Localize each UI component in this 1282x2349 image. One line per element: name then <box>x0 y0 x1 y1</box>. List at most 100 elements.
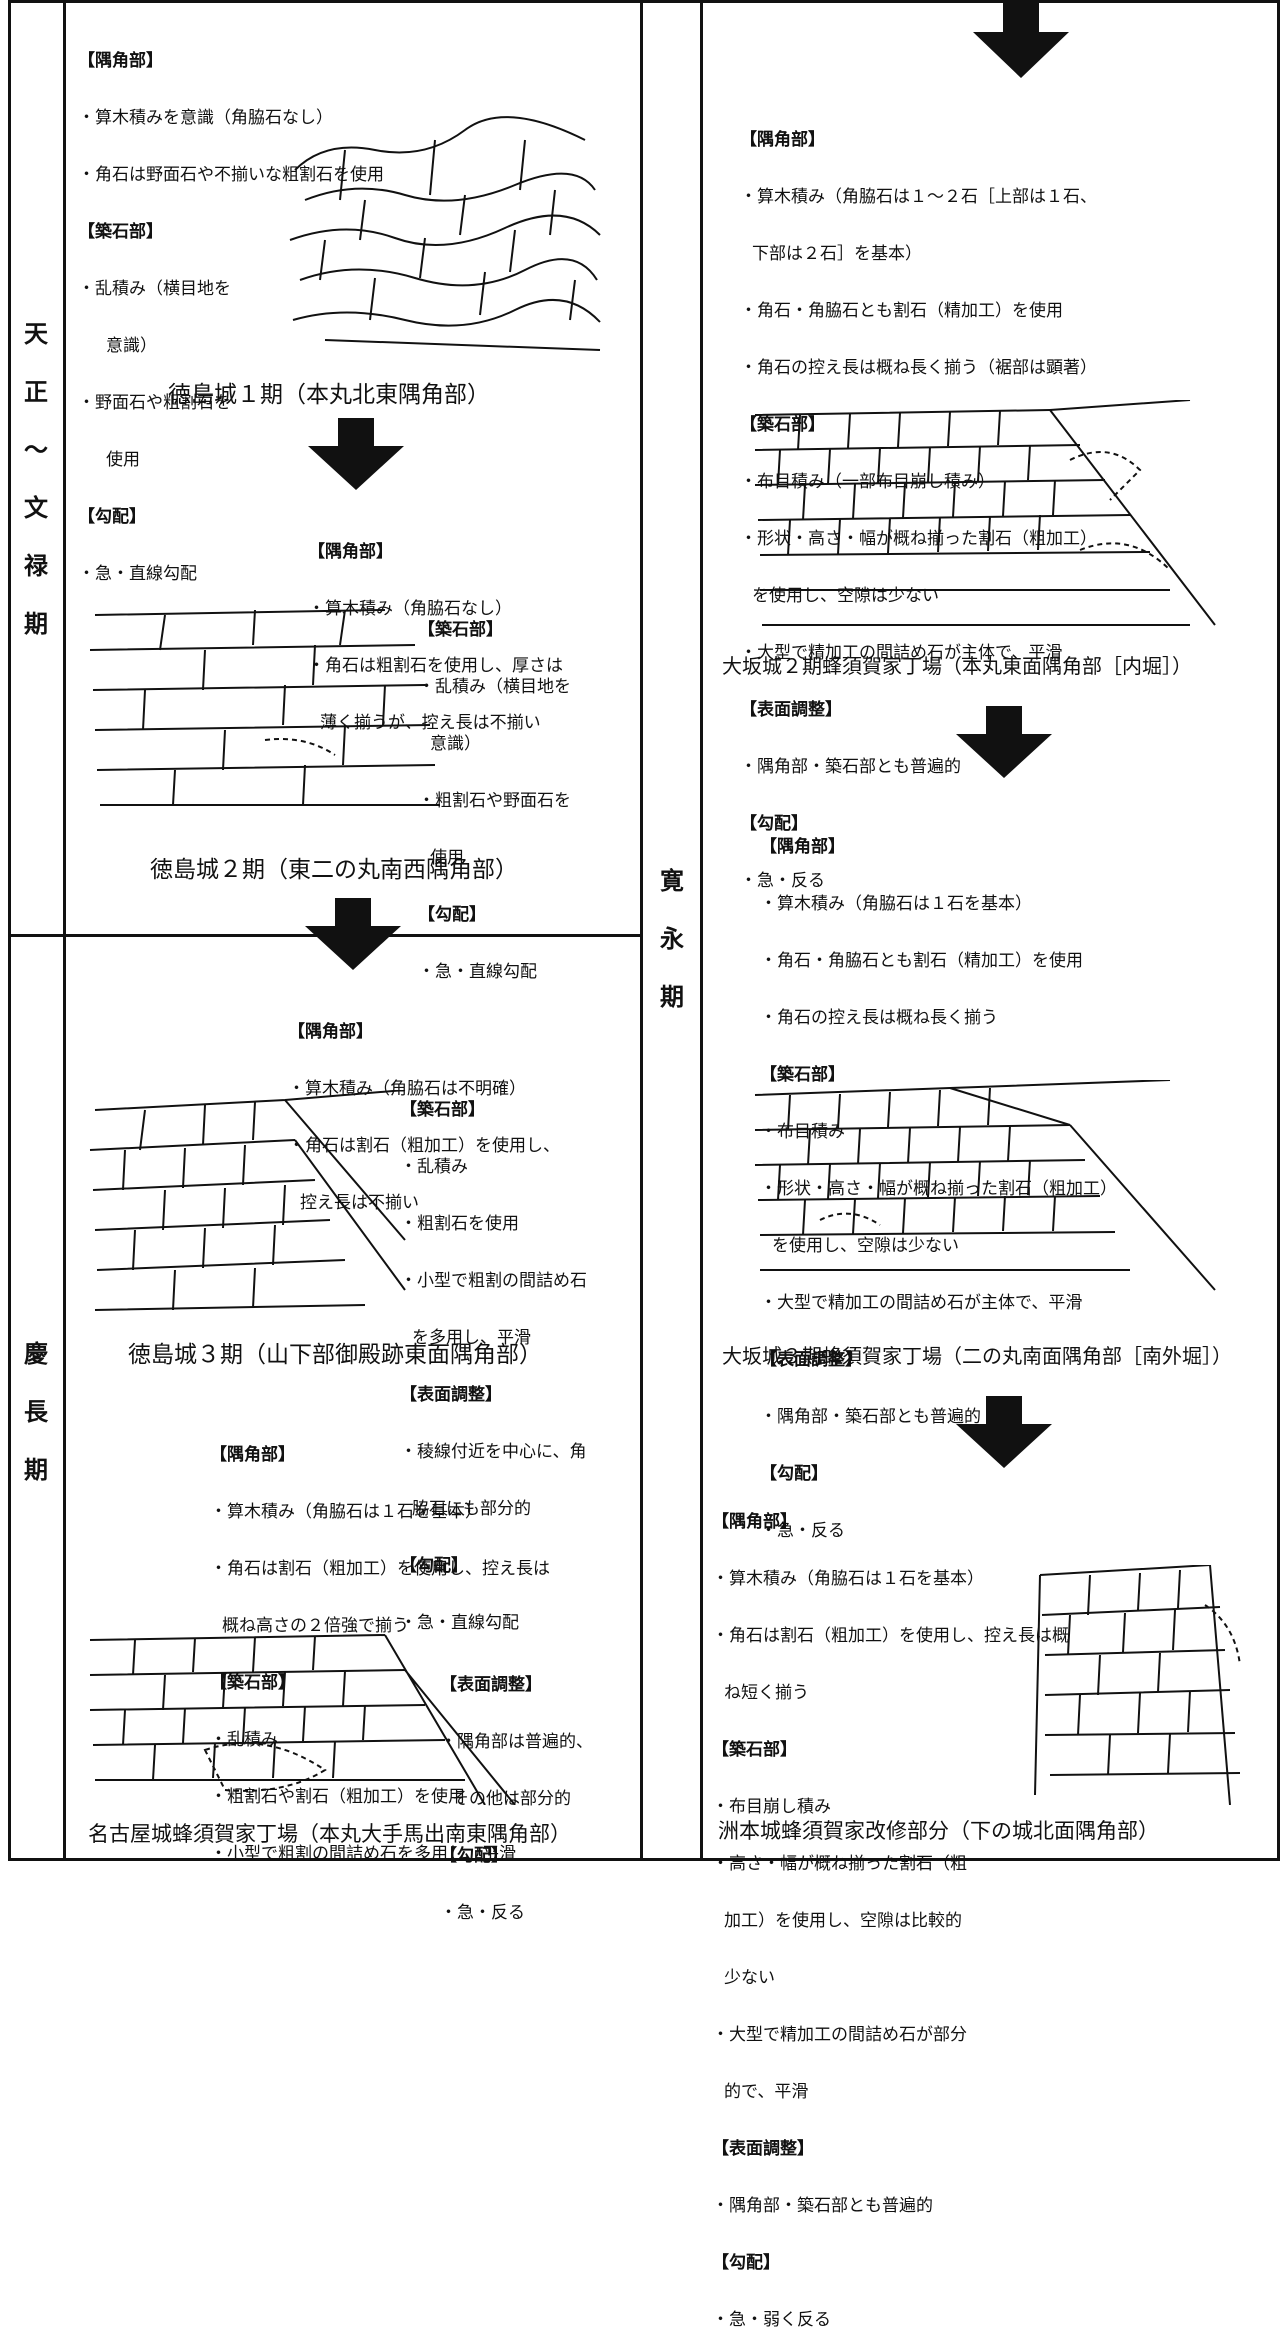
stone-wall-drawing <box>89 1634 516 1805</box>
note-line: 【隅角部】 <box>288 1022 373 1042</box>
stone-wall-drawing <box>289 116 601 351</box>
note-line: ・形状・高さ・幅が概ね揃った割石（粗加工） <box>740 529 1097 549</box>
period-tensho-bunroku: 天 正 〜 文 禄 期 <box>14 305 58 653</box>
period-char: 永 <box>660 924 684 953</box>
panel-6-notes: 【隅角部】 ・算木積み（角脇石は１石を基本） ・角石・角脇石とも割石（精加工）を… <box>760 800 1117 1560</box>
note-line: ・布目積み <box>760 1122 845 1142</box>
panel-3-notes-secondary: 【築石部】 ・乱積み ・粗割石を使用 ・小型で粗割の間詰め石 を多用し、平滑 【… <box>400 1063 587 1652</box>
note-line: ・急・直線勾配 <box>78 564 197 584</box>
note-line: ・布目崩し積み <box>712 1797 831 1817</box>
note-line: その他は部分的 <box>452 1789 571 1809</box>
note-line: ・算木積み（角脇石は不明確） <box>288 1079 526 1099</box>
stone-wall-drawing <box>1034 1565 1241 1805</box>
period-char: 〜 <box>24 435 48 464</box>
note-line: ・隅角部は普遍的、 <box>440 1732 593 1752</box>
note-line: ・乱積み <box>400 1157 468 1177</box>
note-line: 【築石部】 <box>418 620 503 640</box>
note-line: 【勾配】 <box>400 1556 468 1576</box>
note-line: 【勾配】 <box>760 1464 828 1484</box>
note-line: 【築石部】 <box>78 222 163 242</box>
figure-caption: 徳島城３期（山下部御殿跡東面隅角部） <box>128 1342 542 1368</box>
note-line: 下部は２石］を基本） <box>752 244 922 264</box>
stone-wall-drawing <box>89 609 440 806</box>
stone-wall-drawing <box>754 400 1216 626</box>
note-line: ・高さ・幅が概ね揃った割石（粗 <box>712 1854 967 1874</box>
note-line: 【表面調整】 <box>740 700 842 720</box>
period-char: 長 <box>24 1397 48 1426</box>
note-line: 【勾配】 <box>78 507 146 527</box>
panel-3-notes: 【隅角部】 ・算木積み（角脇石は不明確） ・角石は割石（粗加工）を使用し、 控え… <box>288 985 560 1232</box>
note-line: 【表面調整】 <box>400 1385 502 1405</box>
stone-wall-drawing <box>89 1090 406 1311</box>
center-divider-right <box>700 0 703 1861</box>
note-line: ・角石の控え長は概ね長く揃う（裾部は顕著） <box>740 358 1097 378</box>
note-line: ・角石は割石（粗加工）を使用し、控え長は概 <box>712 1626 1069 1646</box>
note-line: 【表面調整】 <box>712 2139 814 2159</box>
note-line: 【勾配】 <box>418 905 486 925</box>
center-divider-left <box>640 0 643 1861</box>
note-line: ・粗割石や割石（粗加工）を使用 <box>210 1787 465 1807</box>
period-kanei: 寛 永 期 <box>646 852 698 1026</box>
period-char: 期 <box>24 1455 48 1484</box>
note-line: 【築石部】 <box>760 1065 845 1085</box>
note-line: ・算木積み（角脇石は１石を基本） <box>760 894 1032 914</box>
note-line: 【隅角部】 <box>308 542 393 562</box>
note-line: 【築石部】 <box>400 1100 485 1120</box>
figure-caption: 徳島城１期（本丸北東隅角部） <box>168 382 490 408</box>
note-line: ・急・反る <box>740 871 825 891</box>
note-line: ・稜線付近を中心に、角 <box>400 1442 587 1462</box>
down-arrow-icon <box>956 706 1052 778</box>
note-line: ・乱積み（横目地を <box>78 279 231 299</box>
note-line: ・角石の控え長は概ね長く揃う <box>760 1008 998 1028</box>
note-line: ね短く揃う <box>724 1683 809 1703</box>
note-line: ・急・弱く反る <box>712 2310 831 2330</box>
panel-1-notes: 【隅角部】 ・算木積みを意識（角脇石なし） ・角石は野面石や不揃いな粗割石を使用… <box>78 14 384 603</box>
note-line: ・隅角部・築石部とも普遍的 <box>760 1407 981 1427</box>
period-char: 期 <box>660 982 684 1011</box>
period-char: 文 <box>24 493 48 522</box>
figure-caption: 徳島城２期（東二の丸南西隅角部） <box>150 857 518 883</box>
note-line: 【表面調整】 <box>760 1350 862 1370</box>
panel-4-notes: 【隅角部】 ・算木積み（角脇石は１石を基本） ・角石は割石（粗加工）を使用し、控… <box>210 1408 550 1883</box>
note-line: ・角石は割石（粗加工）を使用し、控え長は <box>210 1559 550 1579</box>
note-line: ・算木積み（角脇石は１石を基本） <box>712 1569 984 1589</box>
period-char: 禄 <box>24 551 48 580</box>
note-line: 【勾配】 <box>712 2253 780 2273</box>
note-line: ・粗割石や野面石を <box>418 791 571 811</box>
note-line: ・布目積み（一部布目崩し積み） <box>740 472 995 492</box>
panel-7-notes: 【隅角部】 ・算木積み（角脇石は１石を基本） ・角石は割石（粗加工）を使用し、控… <box>712 1475 1069 2349</box>
note-line: ・大型で精加工の間詰め石が主体で、平滑 <box>760 1293 1083 1313</box>
note-line: 【築石部】 <box>210 1673 295 1693</box>
note-line: 【勾配】 <box>440 1846 508 1866</box>
note-line: ・急・反る <box>760 1521 845 1541</box>
note-line: ・隅角部・築石部とも普遍的 <box>712 2196 933 2216</box>
note-line: 概ね高さの２倍強で揃う <box>222 1616 409 1636</box>
outer-frame <box>8 0 1280 1861</box>
note-line: 【隅角部】 <box>760 837 845 857</box>
note-line: ・乱積み（横目地を <box>418 677 571 697</box>
note-line: 少ない <box>724 1968 775 1988</box>
panel-2-notes: 【隅角部】 ・算木積み（角脇石なし） ・角石は粗割石を使用し、厚さは 薄く揃うが… <box>308 505 563 752</box>
note-line: 加工）を使用し、空隙は比較的 <box>724 1911 962 1931</box>
period-column-divider <box>63 0 66 1861</box>
note-line: 【勾配】 <box>740 814 808 834</box>
note-line: 脇石にも部分的 <box>412 1499 531 1519</box>
period-char: 期 <box>24 609 48 638</box>
note-line: ・急・直線勾配 <box>400 1613 519 1633</box>
note-line: 的で、平滑 <box>724 2082 809 2102</box>
note-line: ・隅角部・築石部とも普遍的 <box>740 757 961 777</box>
period-char: 天 <box>24 319 48 348</box>
note-line: ・角石・角脇石とも割石（精加工）を使用 <box>760 951 1083 971</box>
note-line: を使用し、空隙は少ない <box>752 586 939 606</box>
note-line: 【隅角部】 <box>210 1445 295 1465</box>
note-line: ・算木積み（角脇石は１〜２石［上部は１石、 <box>740 187 1097 207</box>
period-char: 正 <box>24 377 48 406</box>
figure-caption: 大坂城２期蜂須賀家丁場（本丸東面隅角部［内堀］） <box>722 654 1192 678</box>
note-line: ・角石・角脇石とも割石（精加工）を使用 <box>740 301 1063 321</box>
note-line: 【表面調整】 <box>440 1675 542 1695</box>
note-line: ・野面石や粗割石を <box>78 393 231 413</box>
stone-wall-drawing <box>754 1080 1216 1291</box>
note-line: ・形状・高さ・幅が概ね揃った割石（粗加工） <box>760 1179 1117 1199</box>
note-line: ・角石は割石（粗加工）を使用し、 <box>288 1136 560 1156</box>
note-line: 【築石部】 <box>740 415 825 435</box>
